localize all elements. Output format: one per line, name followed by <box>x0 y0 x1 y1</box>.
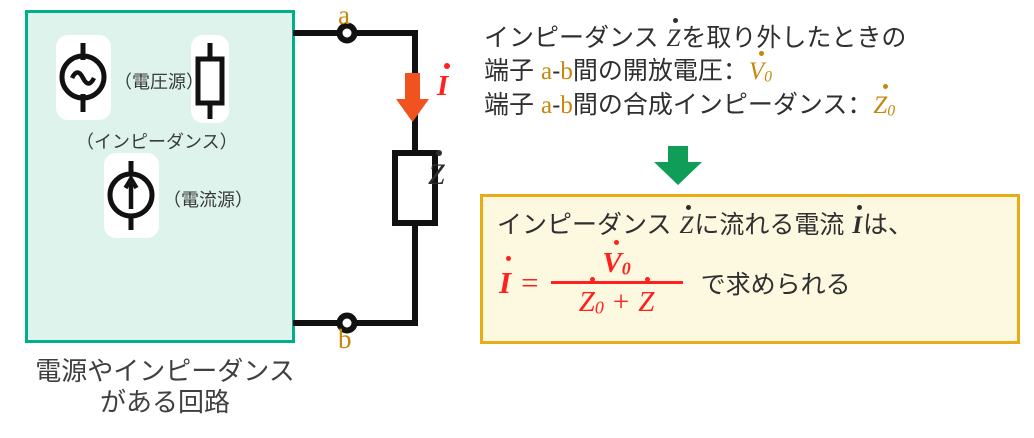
formula-fraction: V0 Z0+Z <box>550 240 683 318</box>
impedance-label: （インピーダンス） <box>76 132 238 152</box>
given-line-2-a: a <box>540 58 553 86</box>
v-overdot-icon <box>614 240 620 246</box>
result-pre: インピーダンス <box>497 211 679 239</box>
given-line-2-dash: - <box>552 57 561 86</box>
given-line-1-post: を取り外したときの <box>681 24 907 52</box>
current-source-label: （電流源） <box>163 190 253 210</box>
z-overdot-icon <box>645 277 651 283</box>
ac-voltage-source-icon <box>59 43 107 112</box>
result-z: Z <box>678 204 694 239</box>
impedance-box-icon <box>195 43 225 119</box>
terminal-a-label: a <box>338 0 350 30</box>
given-line-3-mid: 間の合成インピーダンス： <box>572 90 873 119</box>
given-line-2-pre: 端子 <box>484 57 541 86</box>
z-overdot-icon <box>883 84 889 89</box>
circuit-block-caption: 電源やインピーダンス がある回路 <box>0 356 330 417</box>
given-line-2-b: b <box>560 58 573 86</box>
given-conditions-text: インピーダンス Zを取り外したときの 端子 a-b間の開放電圧：V0 端子 a-… <box>484 17 907 122</box>
source-impedance-network-box: （電圧源） （インピーダンス） （電流源） <box>25 10 295 343</box>
given-line-2-mid: 間の開放電圧： <box>572 57 748 86</box>
given-line-1-z: Z <box>665 17 681 52</box>
given-line-3-z0: Z0 <box>872 84 896 119</box>
given-line-3: 端子 a-b間の合成インピーダンス：Z0 <box>484 84 906 122</box>
v-overdot-icon <box>759 50 765 56</box>
z-overdot-icon <box>685 204 691 210</box>
formula-z0: Z0 <box>578 277 605 318</box>
load-impedance-symbol-label: Z <box>428 150 445 190</box>
i-overdot-icon <box>444 63 450 69</box>
formula-plus: + <box>612 286 630 318</box>
given-line-3-pre: 端子 <box>484 90 541 119</box>
formula-denominator: Z0+Z <box>568 277 666 318</box>
i-overdot-icon <box>506 255 512 261</box>
result-statement: インピーダンス Zに流れる電流 Iは、 <box>497 204 914 241</box>
formula-tail-text: で求められる <box>700 271 851 299</box>
i-overdot-icon <box>856 204 862 210</box>
given-line-3-b: b <box>560 91 573 119</box>
caption-line-1: 電源やインピーダンス <box>35 356 295 386</box>
result-post: は、 <box>863 211 914 239</box>
current-source-icon <box>107 161 155 230</box>
formula-lhs: I <box>499 255 515 301</box>
formula-fraction-bar <box>550 281 683 284</box>
formula-equals: = <box>521 265 539 300</box>
formula-z: Z <box>637 277 655 318</box>
given-line-1-pre: インピーダンス <box>484 24 666 52</box>
terminal-b-label: b <box>338 324 352 354</box>
z-overdot-icon <box>436 150 442 156</box>
z-overdot-icon <box>589 277 595 283</box>
given-line-3-dash: - <box>552 90 561 119</box>
z-overdot-icon <box>672 17 678 23</box>
circuit-symbols-svg <box>59 43 225 230</box>
result-callout-box: インピーダンス Zに流れる電流 Iは、 I = V0 Z0+Z で求められる <box>480 194 1020 344</box>
formula-numerator: V0 <box>592 240 640 281</box>
given-line-2: 端子 a-b間の開放電圧：V0 <box>484 50 906 88</box>
given-line-3-a: a <box>540 91 553 119</box>
result-i: I <box>851 204 863 239</box>
result-mid: に流れる電流 <box>694 211 852 239</box>
given-line-2-v0: V0 <box>748 50 773 86</box>
current-symbol-label: I <box>437 63 450 101</box>
green-down-arrow-icon <box>654 146 702 185</box>
current-direction-arrow <box>396 73 429 122</box>
current-formula: I = V0 Z0+Z で求められる <box>499 240 851 318</box>
voltage-source-label: （電圧源） <box>114 72 204 92</box>
given-line-1: インピーダンス Zを取り外したときの <box>484 17 907 55</box>
caption-line-2: がある回路 <box>99 386 230 417</box>
